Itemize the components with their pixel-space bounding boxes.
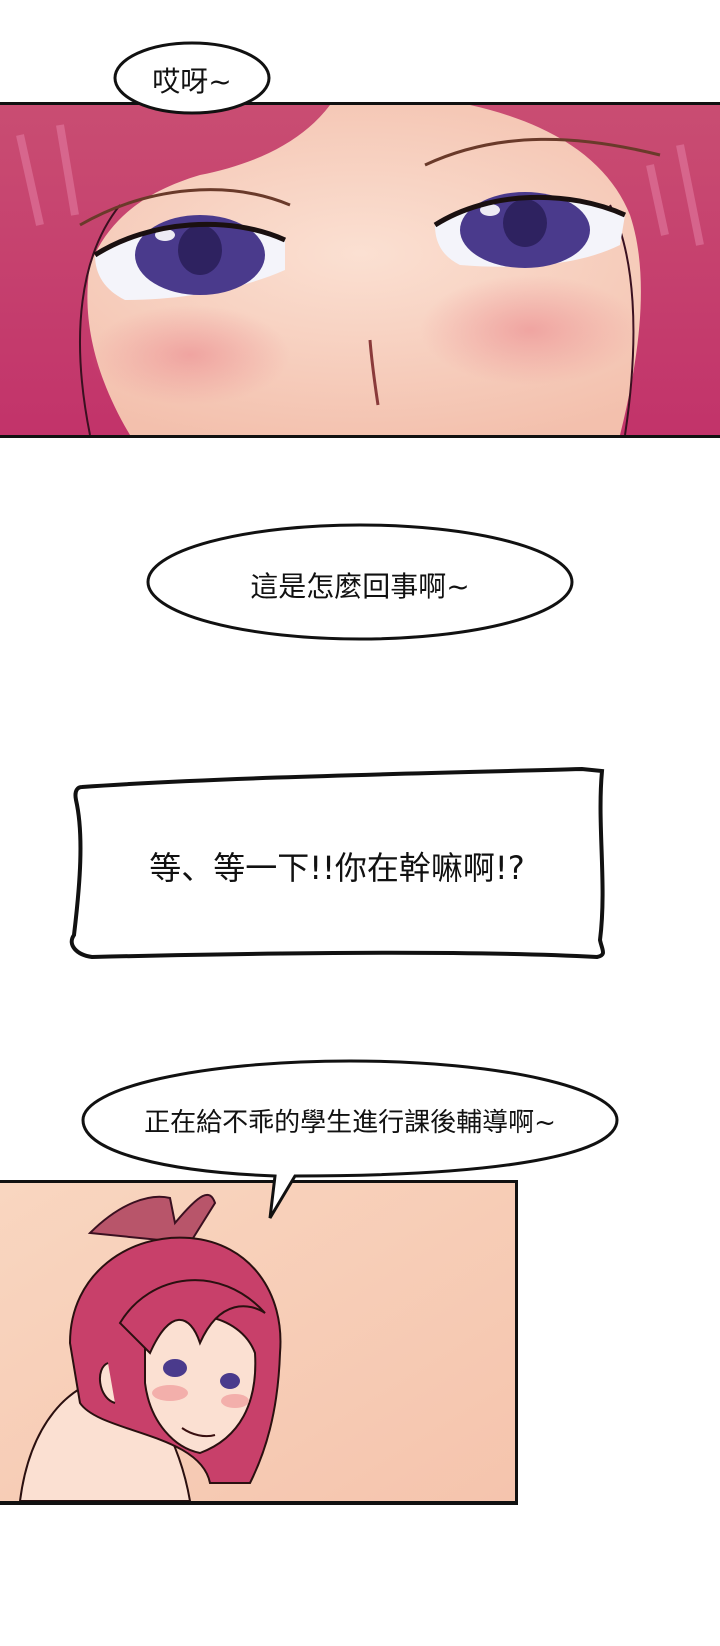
speech-bubble-1-text: 哎呀~ xyxy=(152,65,232,98)
speech-bubble-2-text: 這是怎麼回事啊~ xyxy=(250,570,470,603)
comic-panel-girl xyxy=(0,1180,518,1505)
speech-bubble-4: 正在給不乖的學生進行課後輔導啊~ xyxy=(80,1058,620,1223)
shout-bubble-3: 等、等一下!!你在幹嘛啊!? xyxy=(62,765,612,960)
closeup-face-illustration xyxy=(0,105,720,435)
speech-bubble-2: 這是怎麼回事啊~ xyxy=(145,522,575,642)
shout-bubble-3-text: 等、等一下!!你在幹嘛啊!? xyxy=(149,849,525,887)
comic-panel-closeup xyxy=(0,102,720,438)
speech-bubble-4-text: 正在給不乖的學生進行課後輔導啊~ xyxy=(144,1108,556,1138)
speech-bubble-1-shape xyxy=(113,41,271,115)
shout-bubble-3-shape xyxy=(69,766,605,960)
girl-illustration xyxy=(0,1183,515,1501)
speech-bubble-4-shape xyxy=(81,1059,619,1219)
speech-bubble-2-shape xyxy=(146,523,574,641)
speech-bubble-1: 哎呀~ xyxy=(112,40,272,116)
